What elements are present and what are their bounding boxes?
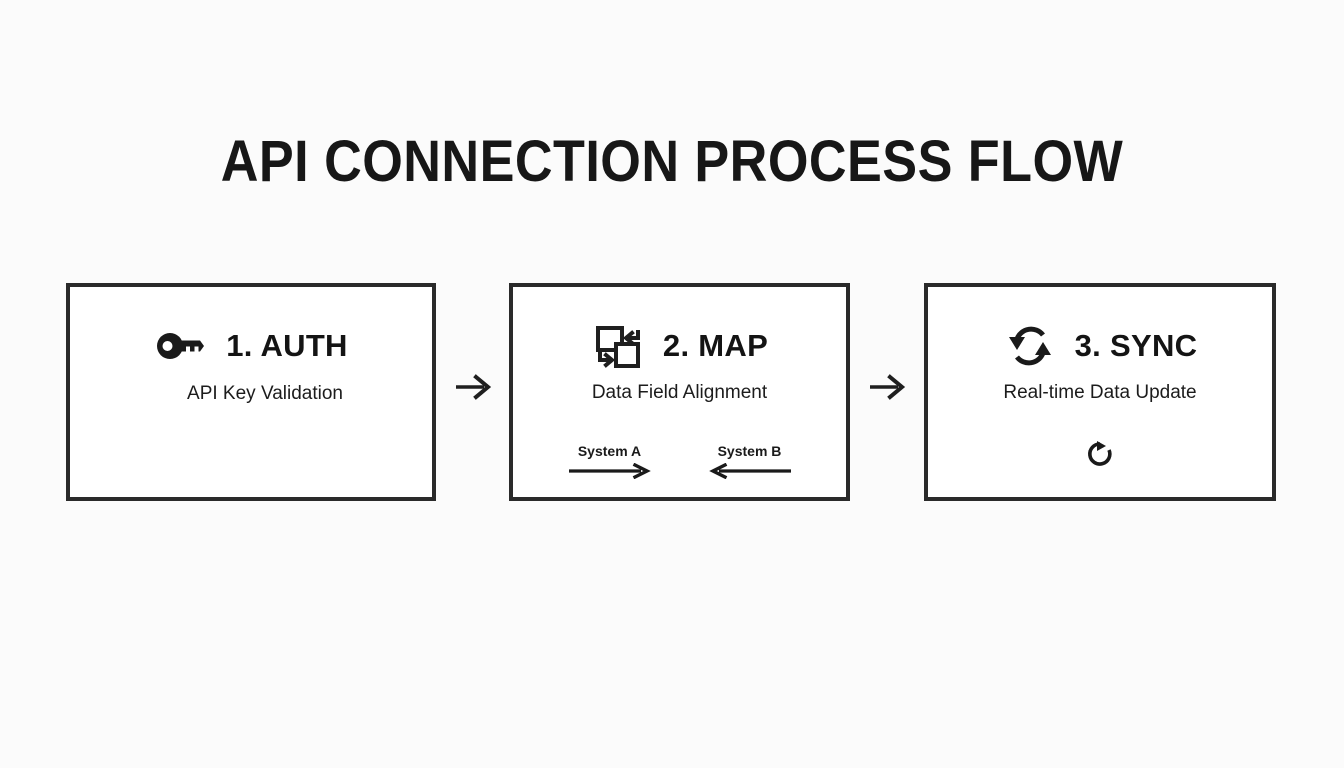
- sync-refresh-mark: [928, 439, 1272, 474]
- arrow-right-icon: [567, 462, 653, 484]
- system-lane-a: System A: [556, 443, 664, 484]
- step-subtitle-map: Data Field Alignment: [591, 382, 768, 403]
- step-title-sync: 3. SYNC: [1074, 328, 1198, 363]
- key-icon: [154, 319, 208, 373]
- connector-arrow-2: [866, 367, 910, 411]
- system-lane-b: System B: [696, 443, 804, 484]
- process-flow: 1. AUTH API Key Validation: [66, 283, 1276, 501]
- arrow-right-icon: [454, 372, 494, 407]
- step-box-sync[interactable]: 3. SYNC Real-time Data Update: [924, 283, 1276, 501]
- data-mapping-icon: [591, 319, 645, 373]
- step-header: 1. AUTH: [70, 319, 432, 373]
- system-lanes: System A System B: [513, 443, 846, 484]
- arrow-left-icon: [707, 462, 793, 484]
- step-subtitle-sync: Real-time Data Update: [1003, 382, 1197, 403]
- system-lane-b-label: System B: [717, 443, 782, 459]
- arrow-right-icon: [868, 372, 908, 407]
- step-box-map[interactable]: 2. MAP Data Field Alignment System A Sys…: [509, 283, 850, 501]
- page-title: API CONNECTION PROCESS FLOW: [220, 129, 1124, 194]
- system-lane-a-label: System A: [577, 443, 642, 459]
- sync-arrows-icon: [1003, 319, 1057, 373]
- step-header: 2. MAP: [513, 319, 846, 373]
- connector-arrow-1: [452, 367, 496, 411]
- step-subtitle-auth: API Key Validation: [187, 383, 343, 404]
- step-title-map: 2. MAP: [662, 328, 769, 363]
- step-title-auth: 1. AUTH: [226, 328, 348, 363]
- step-box-auth[interactable]: 1. AUTH API Key Validation: [66, 283, 436, 501]
- step-header: 3. SYNC: [928, 319, 1272, 373]
- refresh-icon: [1085, 439, 1115, 474]
